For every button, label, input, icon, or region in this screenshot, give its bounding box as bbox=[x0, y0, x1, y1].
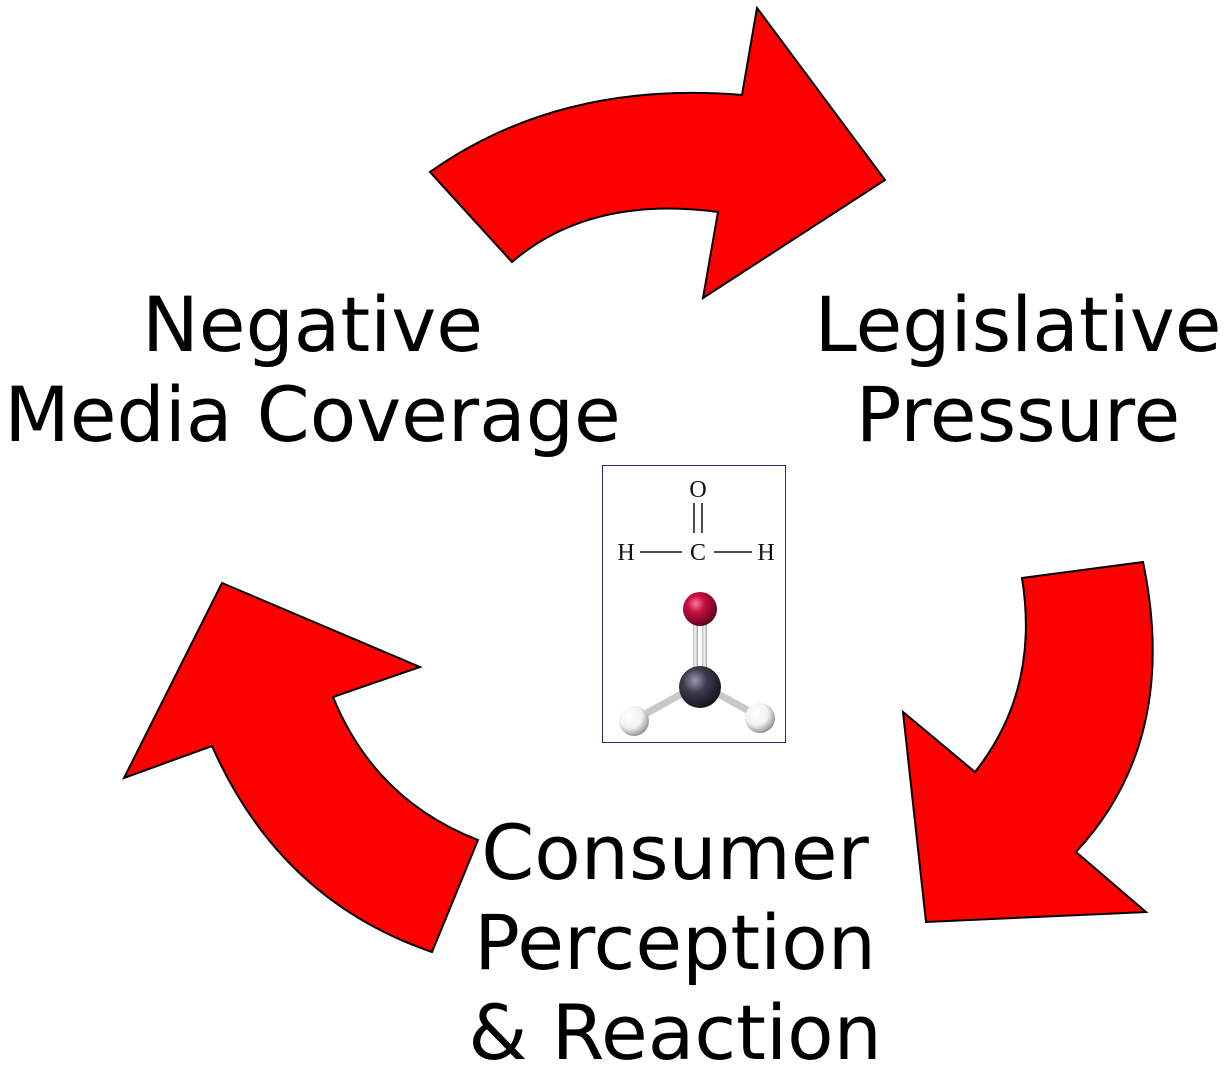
label-consumer-line3: & Reaction bbox=[468, 988, 882, 1077]
arrow-legislative-to-consumer bbox=[901, 560, 1154, 924]
carbon-atom-ball bbox=[679, 666, 721, 708]
model-bond-double-1 bbox=[693, 615, 698, 679]
formaldehyde-molecule-image: O H C H bbox=[602, 465, 786, 743]
label-media-line1: Negative bbox=[141, 280, 484, 369]
label-legislative-pressure: Legislative Pressure bbox=[810, 280, 1226, 460]
arrow-media-to-legislative bbox=[428, 5, 887, 301]
label-legis-line2: Pressure bbox=[855, 370, 1181, 459]
label-consumer-line2: Perception bbox=[474, 898, 876, 987]
label-media-line2: Media Coverage bbox=[4, 370, 621, 459]
atom-symbol-carbon: C bbox=[690, 540, 706, 566]
atom-symbol-hydrogen-right: H bbox=[757, 540, 774, 566]
hydrogen-atom-ball-left bbox=[619, 706, 649, 736]
model-bond-double-2 bbox=[702, 615, 707, 679]
label-consumer-perception-reaction: Consumer Perception & Reaction bbox=[440, 808, 910, 1078]
label-negative-media-coverage: Negative Media Coverage bbox=[0, 280, 625, 460]
arrow-consumer-to-media bbox=[121, 581, 480, 954]
atom-symbol-hydrogen-left: H bbox=[617, 540, 634, 566]
hydrogen-atom-ball-right bbox=[745, 703, 775, 733]
label-legis-line1: Legislative bbox=[814, 280, 1222, 369]
label-consumer-line1: Consumer bbox=[481, 808, 869, 897]
oxygen-atom-ball bbox=[683, 592, 717, 626]
atom-symbol-oxygen: O bbox=[689, 477, 706, 503]
